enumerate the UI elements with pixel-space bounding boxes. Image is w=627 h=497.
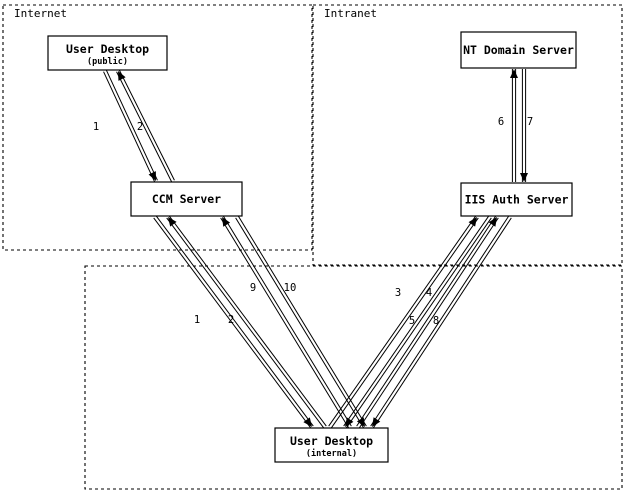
flow-rail-flow-9-1 <box>222 215 352 427</box>
flow-flow-3 <box>328 215 479 429</box>
flow-flow-2-internal <box>166 215 327 429</box>
flow-rail-flow-3-0 <box>328 215 477 427</box>
zone-internet: Internet <box>2 4 313 251</box>
flow-flow-7 <box>520 69 528 182</box>
flow-label-flow-1-public: 1 <box>93 121 99 133</box>
flow-rail-flow-1-internal-1 <box>153 217 312 429</box>
flow-rail-flow-4-1 <box>343 215 490 427</box>
flow-flow-5 <box>356 215 499 429</box>
node-box-ccm-server[interactable] <box>130 181 243 217</box>
flow-flow-1-internal <box>153 215 314 429</box>
flow-rail-flow-2-internal-1 <box>168 215 327 427</box>
flow-rail-flow-9-0 <box>220 217 350 429</box>
arrowhead-flow-9 <box>222 217 231 227</box>
zone-internal <box>84 265 623 490</box>
flow-label-flow-2-public: 2 <box>137 121 143 133</box>
zone-boundary-intranet <box>312 4 623 266</box>
arrowhead-flow-2-internal <box>168 217 177 227</box>
flow-rail-flow-2-public-1 <box>118 70 175 181</box>
arrowhead-flow-8 <box>372 417 381 427</box>
zone-label-intranet: Intranet <box>324 7 377 20</box>
arrowhead-flow-1-internal <box>303 417 312 427</box>
arrowhead-flow-3 <box>468 217 477 227</box>
flow-flow-6 <box>510 69 518 182</box>
flow-rail-flow-4-0 <box>345 217 492 429</box>
flow-label-flow-4: 4 <box>426 287 432 299</box>
node-label-user-desktop-internal: User Desktop <box>290 434 373 448</box>
flow-label-flow-10: 10 <box>284 282 297 294</box>
flow-label-flow-7: 7 <box>527 116 533 128</box>
node-box-user-desktop-public[interactable] <box>47 35 168 71</box>
node-label-nt-domain-server: NT Domain Server <box>463 43 574 57</box>
arrowhead-flow-5 <box>488 217 497 227</box>
node-ccm-server[interactable]: CCM Server <box>130 181 243 217</box>
node-user-desktop-internal[interactable]: User Desktop(internal) <box>274 427 389 463</box>
node-label-user-desktop-public: User Desktop <box>66 42 149 56</box>
flow-rail-flow-1-internal-0 <box>155 215 314 427</box>
flow-rail-flow-2-public-0 <box>116 71 173 182</box>
flow-rail-flow-8-0 <box>372 217 512 429</box>
arrowhead-flow-4 <box>345 417 354 427</box>
flow-rail-flow-10-1 <box>235 217 365 429</box>
flow-rail-flow-5-1 <box>358 217 499 429</box>
arrowhead-flow-2-public <box>118 71 126 81</box>
flow-flow-8 <box>370 215 512 429</box>
flow-rail-flow-5-0 <box>356 215 497 427</box>
flow-flow-10 <box>235 215 367 429</box>
flow-label-flow-9: 9 <box>250 282 256 294</box>
node-sublabel-user-desktop-internal: (internal) <box>306 448 357 459</box>
flow-rail-flow-1-public-0 <box>105 70 158 181</box>
node-label-iis-auth-server: IIS Auth Server <box>465 193 569 207</box>
flow-label-flow-8: 8 <box>433 315 439 327</box>
node-box-user-desktop-internal[interactable] <box>274 427 389 463</box>
arrowhead-flow-7 <box>520 173 528 182</box>
flow-rail-flow-8-1 <box>370 215 510 427</box>
flow-flow-1-public <box>103 70 158 182</box>
flow-label-flow-3: 3 <box>395 287 401 299</box>
zone-group: Internet Intranet <box>2 4 623 490</box>
zone-label-internet: Internet <box>14 7 67 20</box>
flow-rail-flow-10-0 <box>237 215 367 427</box>
node-label-ccm-server: CCM Server <box>152 192 221 206</box>
zone-intranet: Intranet <box>312 4 623 266</box>
flow-label-group: 1 2 6 7 1 2 9 10 3 4 5 8 <box>93 116 533 327</box>
flow-label-flow-2-internal: 2 <box>228 314 234 326</box>
node-iis-auth-server[interactable]: IIS Auth Server <box>460 182 573 217</box>
flow-flow-4 <box>343 215 492 429</box>
arrowhead-flow-1-public <box>148 171 156 181</box>
node-box-iis-auth-server[interactable] <box>460 182 573 217</box>
flow-rail-flow-1-public-1 <box>103 71 156 182</box>
node-box-nt-domain-server[interactable] <box>460 31 577 69</box>
node-sublabel-user-desktop-public: (public) <box>87 56 128 67</box>
flow-label-flow-5: 5 <box>409 315 415 327</box>
zone-boundary-internal <box>84 265 623 490</box>
flow-flow-2-public <box>116 70 175 182</box>
flow-label-flow-1-internal: 1 <box>194 314 200 326</box>
flow-label-flow-6: 6 <box>498 116 504 128</box>
zone-boundary-internet <box>2 4 313 251</box>
node-user-desktop-public[interactable]: User Desktop(public) <box>47 35 168 71</box>
node-nt-domain-server[interactable]: NT Domain Server <box>460 31 577 69</box>
flow-group <box>103 69 528 429</box>
arrowhead-flow-10 <box>356 417 365 427</box>
flow-rail-flow-2-internal-0 <box>166 217 325 429</box>
flow-rail-flow-3-1 <box>330 217 479 429</box>
arrowhead-flow-6 <box>510 69 518 78</box>
flow-flow-9 <box>220 215 352 429</box>
